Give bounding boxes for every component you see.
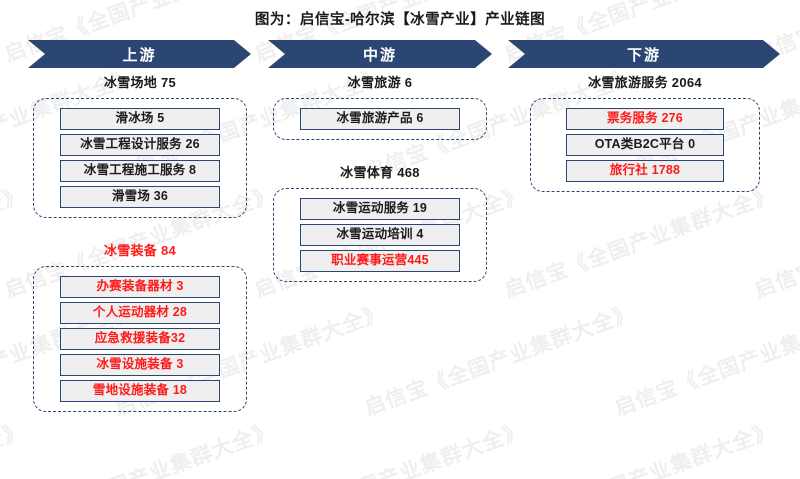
node-item[interactable]: 票务服务 276 (566, 108, 724, 130)
watermark-text: 启信宝《全国产业集群大全》 (611, 300, 800, 421)
watermark-text: 启信宝《全国产业集群大全》 (501, 182, 779, 303)
group-upstream-0: 冰雪场地 75 滑冰场 5 冰雪工程设计服务 26 冰雪工程施工服务 8 滑雪场 36 (22, 72, 258, 218)
column-midstream: 冰雪旅游 6 冰雪旅游产品 6 冰雪体育 468 冰雪运动服务 19 冰雪运动培训 4 职… (262, 72, 498, 282)
watermark-text: 启信宝《全国产业集群大全》 (251, 418, 529, 479)
group-midstream-1: 冰雪体育 468 冰雪运动服务 19 冰雪运动培训 4 职业赛事运营445 (262, 162, 498, 282)
node-item[interactable]: 滑冰场 5 (60, 108, 220, 130)
stage-header-midstream: 中游 (268, 40, 492, 68)
watermark-text: 启信宝《全国产业集群大全》 (361, 300, 639, 421)
node-item[interactable]: 冰雪旅游产品 6 (300, 108, 460, 130)
node-item[interactable]: 应急救援装备32 (60, 328, 220, 350)
group-spacer (262, 140, 498, 162)
stage-header-downstream: 下游 (508, 40, 780, 68)
group-label: 冰雪装备 84 (103, 243, 177, 258)
node-item[interactable]: 冰雪运动服务 19 (300, 198, 460, 220)
watermark-text: 启信宝《全国产业集群大全》 (1, 418, 279, 479)
watermark-text: 启信宝《全国产业集群大全》 (501, 418, 779, 479)
node-item[interactable]: 旅行社 1788 (566, 160, 724, 182)
group-container: 办赛装备器材 3 个人运动器材 28 应急救援装备32 冰雪设施装备 3 雪地设施装备 … (33, 266, 247, 412)
watermark-text: 启信宝《全国产业集群大全》 (751, 182, 800, 303)
node-item[interactable]: 职业赛事运营445 (300, 250, 460, 272)
node-item[interactable]: 冰雪工程设计服务 26 (60, 134, 220, 156)
node-item[interactable]: 雪地设施装备 18 (60, 380, 220, 402)
page-title: 图为：启信宝-哈尔滨【冰雪产业】产业链图 (254, 12, 546, 28)
node-item[interactable]: 滑雪场 36 (60, 186, 220, 208)
group-upstream-1: 冰雪装备 84 办赛装备器材 3 个人运动器材 28 应急救援装备32 冰雪设施装备 3… (22, 240, 258, 412)
group-container: 滑冰场 5 冰雪工程设计服务 26 冰雪工程施工服务 8 滑雪场 36 (33, 98, 247, 218)
group-container: 冰雪旅游产品 6 (273, 98, 487, 140)
group-spacer (22, 218, 258, 240)
group-label: 冰雪旅游 6 (347, 75, 413, 90)
group-label: 冰雪体育 468 (340, 165, 420, 180)
node-item[interactable]: 办赛装备器材 3 (60, 276, 220, 298)
node-item[interactable]: OTA类B2C平台 0 (566, 134, 724, 156)
watermark-text: 启信宝《全国产业集群大全》 (751, 418, 800, 479)
group-label: 冰雪旅游服务 2064 (588, 75, 702, 90)
node-item[interactable]: 冰雪工程施工服务 8 (60, 160, 220, 182)
node-item[interactable]: 个人运动器材 28 (60, 302, 220, 324)
node-item[interactable]: 冰雪设施装备 3 (60, 354, 220, 376)
stage-header-upstream: 上游 (28, 40, 251, 68)
watermark-text: 启信宝《全国产业集群大全》 (0, 418, 29, 479)
group-midstream-0: 冰雪旅游 6 冰雪旅游产品 6 (262, 72, 498, 140)
node-item[interactable]: 冰雪运动培训 4 (300, 224, 460, 246)
group-container: 冰雪运动服务 19 冰雪运动培训 4 职业赛事运营445 (273, 188, 487, 282)
group-label: 冰雪场地 75 (103, 75, 177, 90)
